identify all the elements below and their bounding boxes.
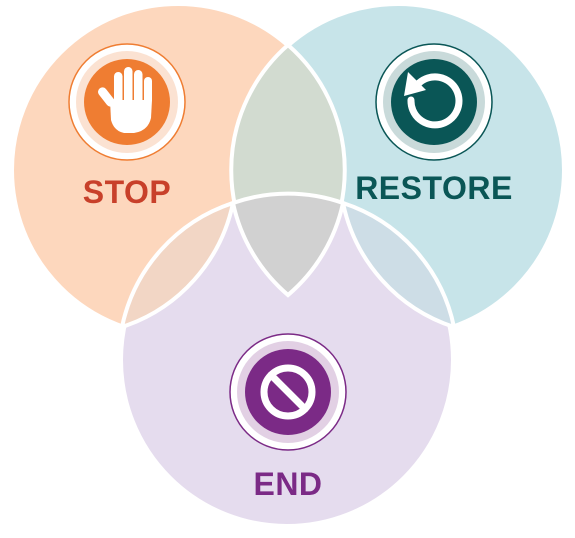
stop-label: STOP	[83, 174, 172, 210]
raised-hand-icon	[97, 67, 152, 133]
end-badge: END	[229, 333, 347, 502]
stop-end-overlap	[119, 200, 236, 330]
restore-arrow-icon	[404, 72, 463, 129]
center-overlap	[230, 191, 346, 298]
restore-label: RESTORE	[355, 170, 513, 206]
prohibition-icon	[260, 364, 316, 420]
end-label: END	[253, 466, 322, 502]
restore-badge: RESTORE	[355, 43, 513, 206]
stop-badge: STOP	[68, 43, 186, 210]
restore-end-overlap	[340, 200, 457, 330]
